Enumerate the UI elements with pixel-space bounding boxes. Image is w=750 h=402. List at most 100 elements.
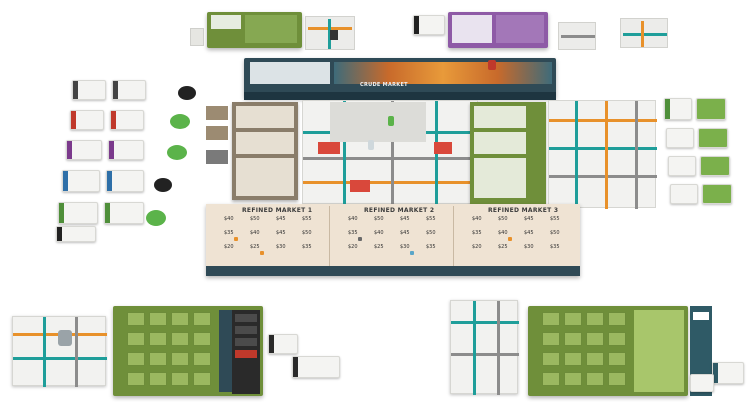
oil-field-plot[interactable] bbox=[608, 352, 626, 366]
card-bottom-right[interactable] bbox=[690, 374, 714, 392]
card[interactable] bbox=[58, 202, 98, 224]
price-cell: $30 bbox=[276, 244, 286, 250]
oil-field-plot[interactable] bbox=[127, 332, 145, 346]
oil-field-plot[interactable] bbox=[193, 332, 211, 346]
right-tile-grid[interactable] bbox=[548, 100, 657, 209]
oil-field-plot[interactable] bbox=[542, 372, 560, 386]
green-token[interactable] bbox=[146, 210, 166, 226]
bottom-right-tiles[interactable] bbox=[450, 300, 519, 395]
white-pawn[interactable] bbox=[368, 140, 374, 150]
oil-field-plot[interactable] bbox=[127, 352, 145, 366]
oil-field-plot[interactable] bbox=[542, 332, 560, 346]
right-card[interactable] bbox=[664, 98, 692, 120]
barrel-cube[interactable] bbox=[260, 251, 264, 255]
card[interactable] bbox=[72, 80, 106, 100]
player-board-top-left[interactable] bbox=[207, 12, 302, 48]
oil-field-plot[interactable] bbox=[171, 312, 189, 326]
oil-field-plot[interactable] bbox=[171, 352, 189, 366]
oil-field-plot[interactable] bbox=[564, 332, 582, 346]
oil-field-plot[interactable] bbox=[542, 352, 560, 366]
small-tile-stack[interactable] bbox=[558, 22, 596, 50]
oil-field-plot[interactable] bbox=[149, 312, 167, 326]
robot-figure[interactable] bbox=[58, 330, 72, 346]
oil-field-plot[interactable] bbox=[193, 352, 211, 366]
small-tile-stack[interactable] bbox=[305, 16, 355, 50]
red-marker[interactable] bbox=[488, 60, 496, 70]
right-card[interactable] bbox=[702, 184, 732, 204]
player-board-bottom-right[interactable] bbox=[528, 306, 688, 396]
right-card[interactable] bbox=[698, 128, 728, 148]
refinery-board-stack[interactable] bbox=[232, 102, 298, 200]
oil-field-plot[interactable] bbox=[149, 352, 167, 366]
oil-field-plot[interactable] bbox=[564, 312, 582, 326]
oil-field-plot[interactable] bbox=[171, 372, 189, 386]
barrel-cube[interactable] bbox=[234, 237, 238, 241]
card[interactable] bbox=[56, 226, 96, 242]
card[interactable] bbox=[70, 110, 104, 130]
oil-field-plot[interactable] bbox=[586, 332, 604, 346]
barrel-cube[interactable] bbox=[508, 237, 512, 241]
oil-field-plot[interactable] bbox=[171, 332, 189, 346]
oil-field-plot[interactable] bbox=[608, 332, 626, 346]
card[interactable] bbox=[108, 140, 144, 160]
price-cell: $25 bbox=[250, 244, 260, 250]
card-bottom-left[interactable] bbox=[268, 334, 298, 354]
card[interactable] bbox=[66, 140, 102, 160]
bottom-left-tiles[interactable] bbox=[12, 316, 107, 387]
oil-field-plot[interactable] bbox=[127, 312, 145, 326]
green-token[interactable] bbox=[170, 114, 190, 129]
oil-field-plot[interactable] bbox=[586, 372, 604, 386]
card-bottom-right[interactable] bbox=[712, 362, 744, 384]
oil-field-plot[interactable] bbox=[586, 312, 604, 326]
refined-market-1[interactable]: REFINED MARKET 1 $40 $50 $45 $55 $35 $40… bbox=[210, 206, 330, 266]
right-card[interactable] bbox=[670, 184, 698, 204]
oil-field-plot[interactable] bbox=[127, 372, 145, 386]
token-stack[interactable] bbox=[330, 30, 338, 40]
oil-field-plot[interactable] bbox=[193, 372, 211, 386]
green-refinery-board[interactable] bbox=[470, 102, 546, 206]
card[interactable] bbox=[110, 110, 144, 130]
barrel-cube[interactable] bbox=[410, 251, 414, 255]
green-token[interactable] bbox=[167, 145, 187, 160]
refined-markets-board[interactable]: REFINED MARKET 1 $40 $50 $45 $55 $35 $40… bbox=[206, 204, 580, 276]
price-cell: $50 bbox=[302, 230, 312, 236]
small-tile-stack[interactable] bbox=[620, 18, 668, 48]
oil-field-plot[interactable] bbox=[149, 332, 167, 346]
score-row bbox=[693, 312, 709, 320]
oil-field-plot[interactable] bbox=[149, 372, 167, 386]
green-pawn[interactable] bbox=[388, 116, 394, 126]
oil-field-plot[interactable] bbox=[608, 312, 626, 326]
oil-field-plot[interactable] bbox=[542, 312, 560, 326]
refined-market-3[interactable]: REFINED MARKET 3 $40 $50 $45 $55 $35 $40… bbox=[458, 206, 576, 266]
right-card[interactable] bbox=[666, 128, 694, 148]
card[interactable] bbox=[104, 202, 144, 224]
oil-field-plot[interactable] bbox=[564, 372, 582, 386]
score-panel-bottom-right[interactable] bbox=[690, 306, 712, 396]
refinery-row bbox=[236, 106, 294, 128]
score-panel-bottom-left[interactable] bbox=[232, 310, 260, 394]
player-board-top-right[interactable] bbox=[448, 12, 548, 48]
crude-market-board[interactable]: CRUDE MARKET bbox=[244, 58, 670, 98]
oil-field-plot[interactable] bbox=[564, 352, 582, 366]
price-cell: $50 bbox=[550, 230, 560, 236]
refinery-row bbox=[474, 132, 526, 154]
right-card[interactable] bbox=[696, 98, 726, 120]
oil-field-plot[interactable] bbox=[193, 312, 211, 326]
card[interactable] bbox=[106, 170, 144, 192]
card-stack-top-left[interactable] bbox=[190, 28, 204, 46]
barrel-cube[interactable] bbox=[358, 237, 362, 241]
oil-field-plot[interactable] bbox=[608, 372, 626, 386]
card-top-right[interactable] bbox=[413, 15, 445, 35]
price-cell: $45 bbox=[276, 216, 286, 222]
refined-market-2[interactable]: REFINED MARKET 2 $40 $50 $45 $55 $35 $40… bbox=[334, 206, 454, 266]
oil-field-plot[interactable] bbox=[586, 352, 604, 366]
card-bottom-left[interactable] bbox=[292, 356, 340, 378]
right-card[interactable] bbox=[700, 156, 730, 176]
right-card[interactable] bbox=[668, 156, 696, 176]
score-row bbox=[235, 314, 257, 322]
pipe-segment bbox=[473, 301, 476, 395]
card[interactable] bbox=[112, 80, 146, 100]
card[interactable] bbox=[62, 170, 100, 192]
black-token[interactable] bbox=[178, 86, 196, 100]
black-token[interactable] bbox=[154, 178, 172, 192]
